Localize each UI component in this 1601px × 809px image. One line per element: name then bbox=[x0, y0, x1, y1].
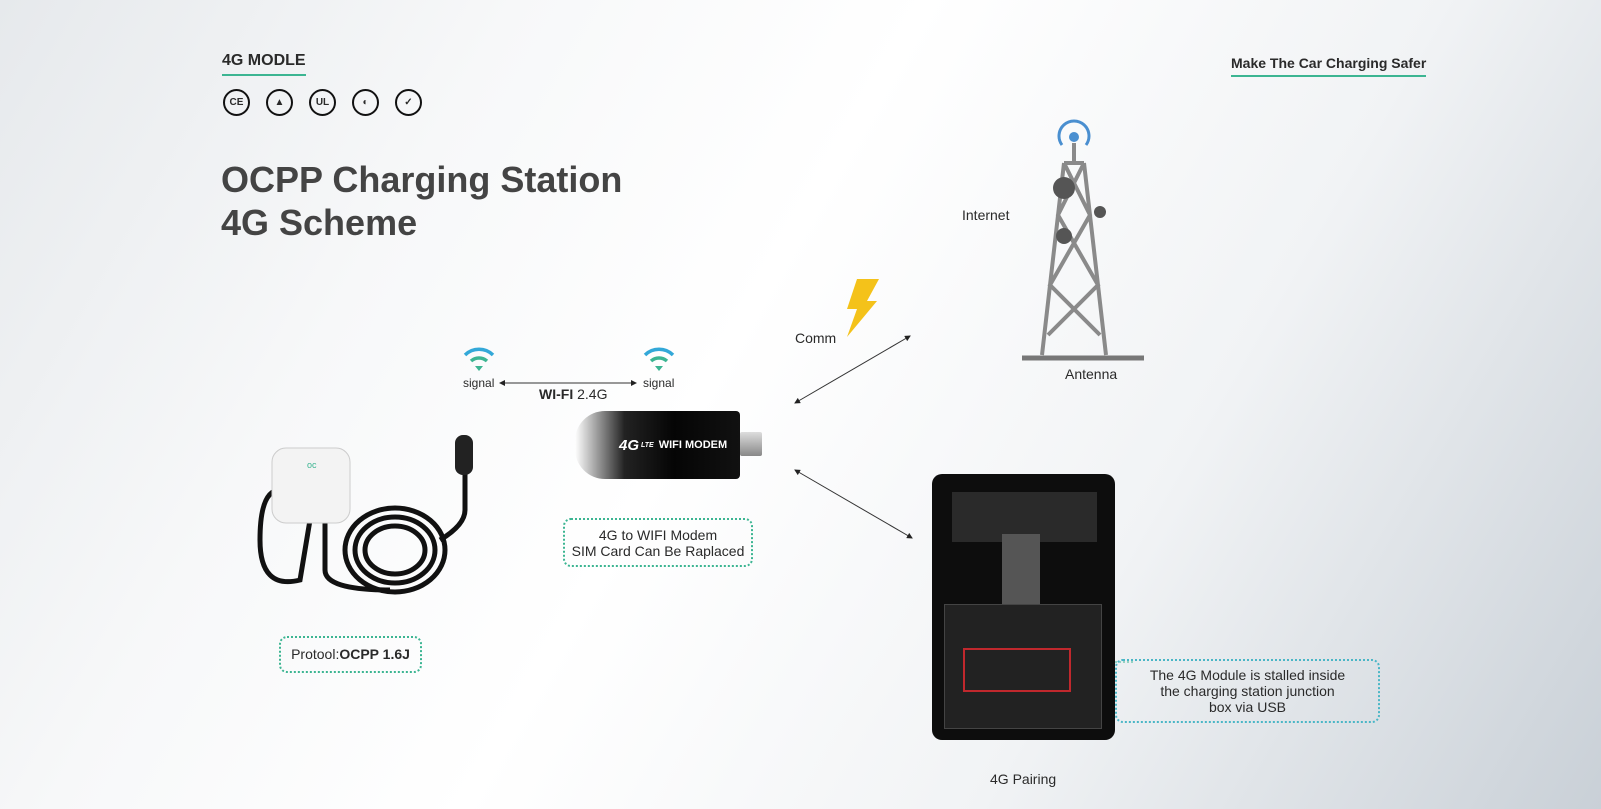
slogan: Make The Car Charging Safer bbox=[1231, 55, 1427, 77]
certification-icons: CE ▲ UL ◐ ✓ bbox=[223, 89, 422, 116]
protocol-box: Protool:OCPP 1.6J bbox=[279, 636, 422, 673]
wifi-label-bold: WI-FI bbox=[539, 386, 574, 402]
wifi-icon-left bbox=[463, 347, 495, 371]
module-box-line-1: The 4G Module is stalled inside bbox=[1149, 667, 1346, 683]
antenna-label: Antenna bbox=[1065, 366, 1118, 382]
protocol-prefix: Protool: bbox=[291, 646, 340, 662]
pairing-label: 4G Pairing bbox=[990, 771, 1057, 787]
module-box-line-2: the charging station junction bbox=[1160, 683, 1335, 699]
modem-info-box: 4G to WIFI Modem SIM Card Can Be Raplace… bbox=[563, 518, 753, 567]
module-box-line-3: box via USB bbox=[1208, 699, 1287, 715]
wifi-icon-right bbox=[643, 347, 675, 371]
modem-lte: LTE bbox=[641, 441, 654, 449]
rcm-icon: ✓ bbox=[395, 89, 422, 116]
ce-icon: CE bbox=[223, 89, 250, 116]
lightning-bolt-icon bbox=[847, 279, 879, 337]
modem-text: WIFI MODEM bbox=[658, 439, 728, 451]
rohs-icon: ◐ bbox=[352, 89, 379, 116]
svg-text:oc: oc bbox=[307, 460, 317, 470]
protocol-value: OCPP 1.6J bbox=[339, 646, 410, 662]
internet-label: Internet bbox=[962, 207, 1010, 223]
wifi-label: WI-FI 2.4G bbox=[539, 386, 607, 402]
charger-image: oc bbox=[257, 435, 473, 595]
signal-label-left: signal bbox=[463, 376, 495, 390]
modem-box-line-2: SIM Card Can Be Raplaced bbox=[571, 542, 745, 559]
page-title: OCPP Charging Station 4G Scheme bbox=[221, 158, 622, 244]
module-tag: 4G MODLE bbox=[222, 52, 306, 76]
tuv-icon: ▲ bbox=[266, 89, 293, 116]
junction-box-image bbox=[932, 474, 1115, 740]
antenna-tower-icon bbox=[1022, 119, 1144, 361]
comm-arrow bbox=[794, 335, 911, 404]
title-line-1: OCPP Charging Station bbox=[221, 159, 623, 200]
comm-label: Comm bbox=[795, 330, 837, 346]
modem-box-line-1: 4G to WIFI Modem bbox=[598, 526, 718, 543]
module-info-box: The 4G Module is stalled inside the char… bbox=[1115, 659, 1380, 723]
signal-label-right: signal bbox=[643, 376, 675, 390]
pairing-arrow bbox=[794, 469, 913, 539]
ul-icon: UL bbox=[309, 89, 336, 116]
wifi-band: 2.4G bbox=[577, 386, 608, 402]
modem-brand: 4G bbox=[619, 436, 640, 454]
title-line-2: 4G Scheme bbox=[221, 202, 418, 243]
usb-plug bbox=[740, 432, 762, 456]
